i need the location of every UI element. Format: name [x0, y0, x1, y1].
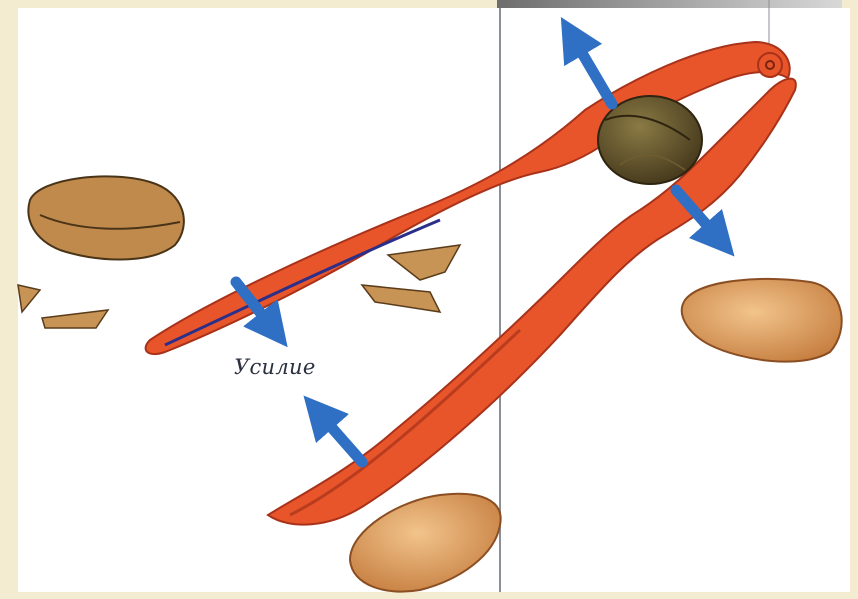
walnut-half — [28, 176, 183, 259]
force-label: Усилие — [234, 355, 316, 379]
top-gray-band — [497, 0, 842, 8]
pivot — [758, 53, 782, 77]
